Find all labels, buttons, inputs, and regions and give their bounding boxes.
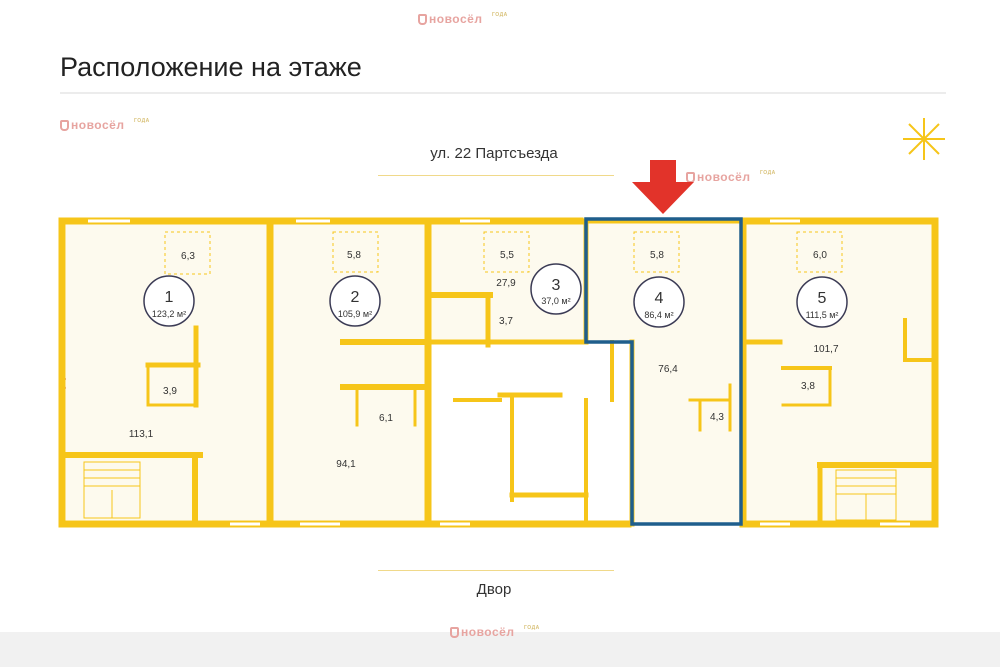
unit-badge-5[interactable]: 5 111,5 м² — [796, 276, 848, 328]
room-area: 4,3 — [710, 412, 724, 423]
sun-decoration-icon — [903, 118, 945, 160]
room-area: 113,1 — [129, 429, 154, 440]
room-area: 3,7 — [499, 316, 513, 327]
room-area: 101,7 — [813, 344, 838, 355]
arrow-down-icon — [632, 160, 694, 214]
unit-badge-2[interactable]: 2 105,9 м² — [329, 275, 381, 327]
unit-area: 111,5 м² — [806, 310, 839, 320]
room-area: 5,5 — [500, 250, 514, 261]
unit-area: 86,4 м² — [644, 310, 673, 320]
unit-number: 1 — [165, 289, 174, 306]
bottom-band — [0, 632, 1000, 667]
room-labels: 6,3 3,9 113,1 5,8 6,1 94,1 5,5 27,9 3,7 … — [129, 250, 839, 470]
page-title: Расположение на этаже — [60, 52, 362, 82]
street-rule-bottom — [378, 570, 614, 571]
unit-number: 4 — [655, 290, 664, 307]
unit-area: 37,0 м² — [541, 296, 570, 306]
brand-logo-icon — [450, 627, 459, 638]
unit-area: 123,2 м² — [152, 309, 186, 319]
room-area: 94,1 — [336, 459, 356, 470]
brand-logo-icon — [60, 120, 69, 131]
street-label-bottom: Двор — [476, 581, 512, 598]
unit-badge-3[interactable]: 3 37,0 м² — [530, 263, 582, 315]
title-divider — [60, 92, 946, 94]
staircase-right-icon — [835, 469, 897, 521]
brand-logo-icon — [418, 14, 427, 25]
unit-number: 5 — [818, 290, 827, 307]
top-band — [0, 0, 1000, 38]
unit-number: 2 — [351, 289, 360, 306]
unit-area: 105,9 м² — [338, 309, 372, 319]
room-area: 6,1 — [379, 413, 393, 424]
room-area: 76,4 — [658, 364, 678, 375]
walls — [58, 217, 939, 528]
unit-number: 3 — [552, 277, 561, 294]
selected-unit-outline — [584, 217, 743, 526]
room-area: 6,0 — [813, 250, 827, 261]
room-area: 5,8 — [650, 250, 664, 261]
street-rule-top — [378, 175, 614, 176]
unit-badge-1[interactable]: 1 123,2 м² — [143, 275, 195, 327]
staircase-left-icon — [83, 461, 141, 519]
windows — [88, 219, 910, 526]
room-area: 27,9 — [496, 278, 516, 289]
room-area: 5,8 — [347, 250, 361, 261]
unit-badge-4[interactable]: 4 86,4 м² — [633, 276, 685, 328]
room-area: 3,9 — [163, 386, 177, 397]
room-area: 6,3 — [181, 251, 195, 262]
dashed-zones — [164, 231, 843, 275]
room-area: 3,8 — [801, 381, 815, 392]
street-label-top: ул. 22 Партсъезда — [430, 145, 558, 162]
